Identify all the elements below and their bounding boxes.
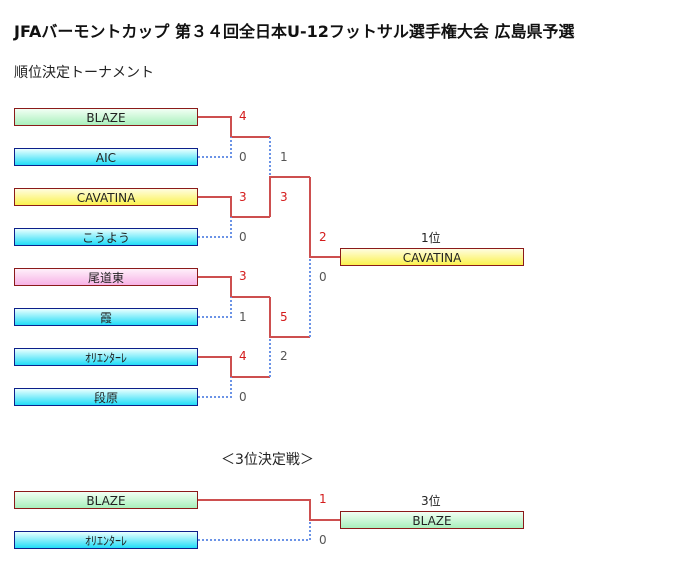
third-loser-line — [198, 520, 311, 541]
team-slot-1[interactable]: BLAZE — [14, 108, 198, 126]
r1m2-winner-line — [198, 196, 270, 218]
r1-score-4: 0 — [239, 230, 247, 244]
third-team-slot-2[interactable]: ｵﾘｴﾝﾀｰﾚ — [14, 531, 198, 549]
sfb-winner-line — [269, 297, 310, 338]
r1m2-loser-line — [198, 217, 232, 238]
third-team-slot-1[interactable]: BLAZE — [14, 491, 198, 509]
sf-score-4: 2 — [280, 349, 288, 363]
third-place-label: 3位 — [421, 494, 441, 508]
team-slot-8[interactable]: 段原 — [14, 388, 198, 406]
team-slot-2[interactable]: AIC — [14, 148, 198, 166]
tournament-subtitle: 順位決定トーナメント — [14, 65, 154, 81]
r1-score-2: 0 — [239, 150, 247, 164]
r1m1-winner-line — [198, 116, 270, 138]
r1-score-1: 4 — [239, 109, 247, 123]
r1m3-winner-line — [198, 276, 270, 298]
r1m4-winner-line — [198, 356, 270, 378]
r1-score-3: 3 — [239, 190, 247, 204]
sf-score-2: 3 — [280, 190, 288, 204]
third-score-1: 1 — [319, 492, 327, 506]
team-slot-7[interactable]: ｵﾘｴﾝﾀｰﾚ — [14, 348, 198, 366]
page-title: JFAバーモントカップ 第３４回全日本U-12フットサル選手権大会 広島県予選 — [14, 22, 575, 41]
third-place-winner-slot[interactable]: BLAZE — [340, 511, 524, 529]
first-place-label: 1位 — [421, 231, 441, 245]
sf-score-3: 5 — [280, 310, 288, 324]
champion-slot[interactable]: CAVATINA — [340, 248, 524, 266]
final-score-2: 0 — [319, 270, 327, 284]
third-place-title: ＜3位決定戦＞ — [221, 452, 314, 468]
r1-score-8: 0 — [239, 390, 247, 404]
team-slot-4[interactable]: こうよう — [14, 228, 198, 246]
sf-score-1: 1 — [280, 150, 288, 164]
third-winner-line — [198, 499, 340, 521]
r1m4-loser-line — [198, 377, 232, 398]
r1m3-loser-line — [198, 297, 232, 318]
r1m1-loser-line — [198, 137, 232, 158]
third-score-2: 0 — [319, 533, 327, 547]
r1-score-7: 4 — [239, 349, 247, 363]
r1-score-5: 3 — [239, 269, 247, 283]
team-slot-5[interactable]: 尾道東 — [14, 268, 198, 286]
final-winner-line — [309, 177, 340, 258]
sfa-winner-line — [269, 176, 310, 217]
team-slot-3[interactable]: CAVATINA — [14, 188, 198, 206]
r1-score-6: 1 — [239, 310, 247, 324]
team-slot-6[interactable]: 霞 — [14, 308, 198, 326]
final-score-1: 2 — [319, 230, 327, 244]
